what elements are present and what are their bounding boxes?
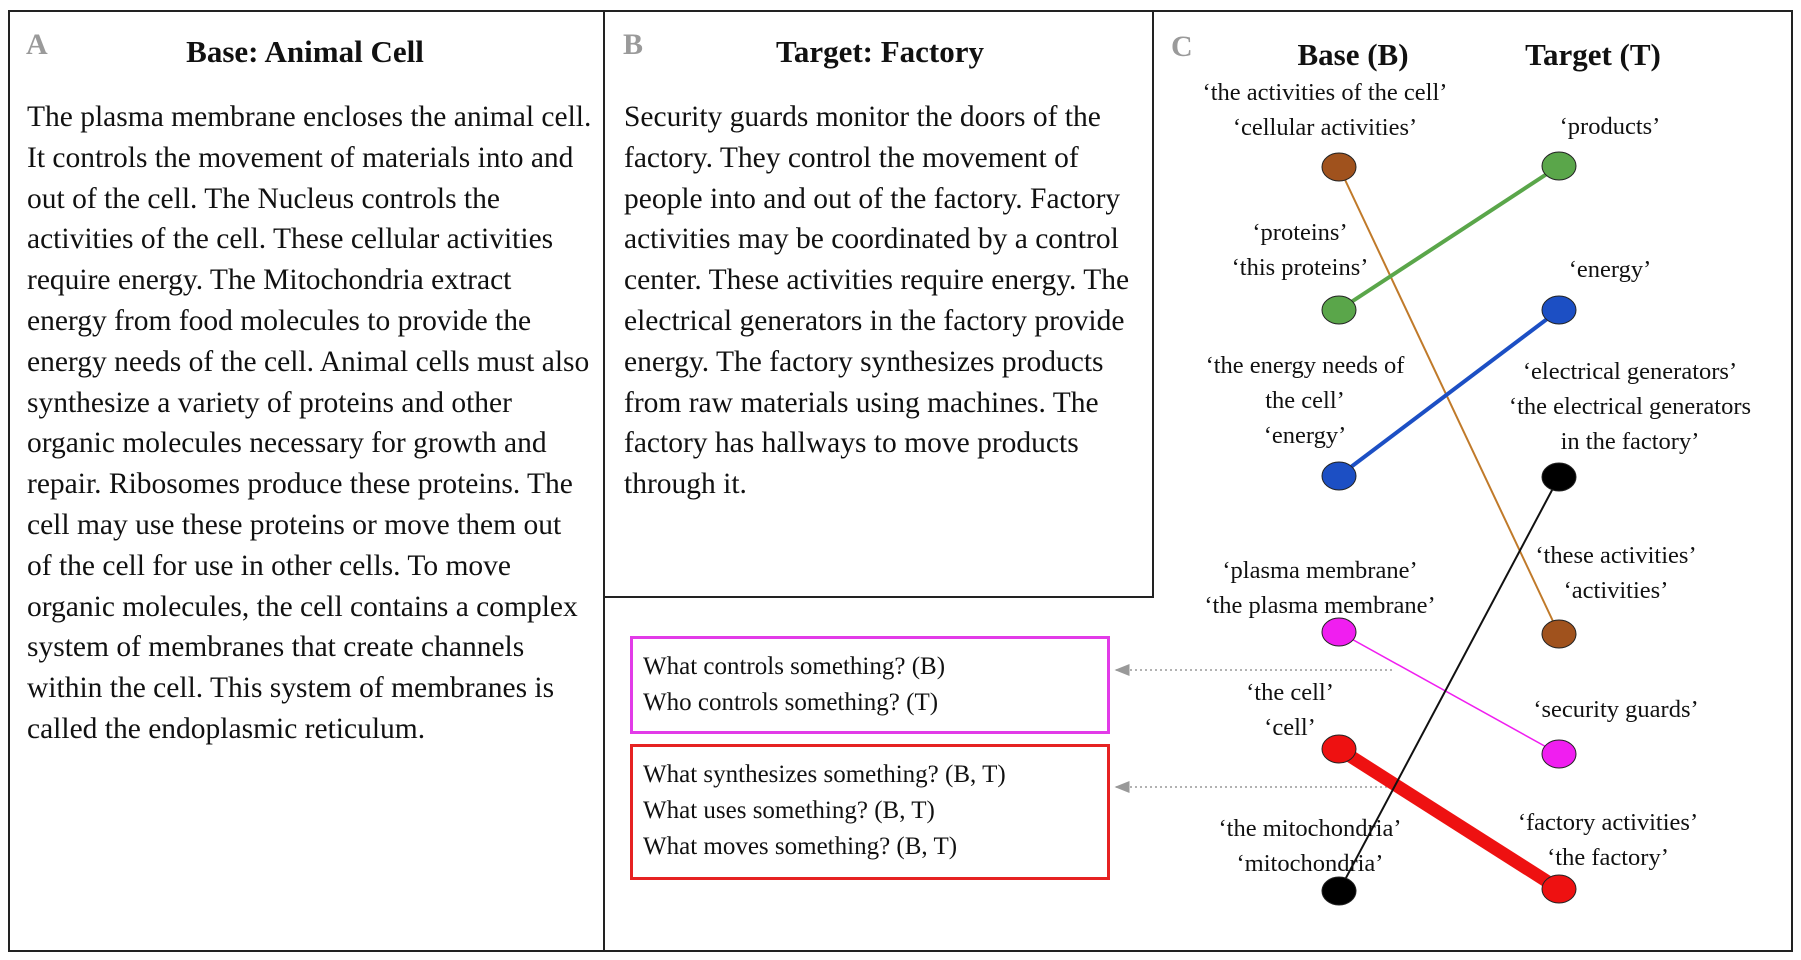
link-b1-t4: [1338, 166, 1560, 635]
base-node-label: ‘cell’: [1264, 714, 1316, 741]
figure-frame: [8, 10, 1793, 952]
target-node-label: ‘products’: [1560, 113, 1661, 140]
panel-a-title: Base: Animal Cell: [186, 34, 424, 69]
target-node-t5: [1541, 739, 1577, 769]
base-node-b5: [1321, 734, 1357, 764]
divider-a-b: [603, 10, 605, 952]
panel-c-letter: C: [1171, 30, 1193, 63]
question-line: What moves something? (B, T): [643, 833, 958, 860]
target-node-t2: [1541, 295, 1577, 325]
target-node-label: ‘energy’: [1569, 256, 1652, 283]
panel-b-letter: B: [623, 28, 644, 61]
link-b3-t2: [1337, 308, 1561, 478]
link-b4-t5: [1338, 631, 1560, 755]
base-node-b6: [1321, 876, 1357, 906]
target-node-label: ‘security guards’: [1533, 696, 1698, 723]
base-node-b1: [1321, 152, 1357, 182]
target-node-t4: [1541, 619, 1577, 649]
link-b2-t1: [1337, 164, 1561, 312]
base-node-label: ‘mitochondria’: [1237, 850, 1384, 877]
base-node-label: ‘the energy needs of: [1206, 352, 1406, 379]
question-line: Who controls something? (T): [643, 689, 939, 716]
question-line: What controls something? (B): [643, 653, 946, 680]
base-node-label: ‘cellular activities’: [1233, 114, 1417, 141]
base-node-label: ‘proteins’: [1252, 219, 1347, 246]
divider-b-c: [1152, 10, 1154, 598]
target-node-label: ‘the factory’: [1547, 844, 1669, 871]
base-node-label: ‘this proteins’: [1232, 254, 1369, 281]
target-node-t6: [1541, 874, 1577, 904]
panel-a-text: The plasma membrane encloses the animal …: [27, 101, 592, 745]
panel-b-title: Target: Factory: [775, 34, 985, 69]
panel-a-letter: A: [26, 28, 48, 61]
target-node-label: ‘factory activities’: [1518, 809, 1698, 836]
question-line: What synthesizes something? (B, T): [643, 761, 1006, 788]
link-b6-t3: [1338, 476, 1560, 892]
base-node-label: ‘the mitochondria’: [1218, 815, 1401, 842]
base-node-label: ‘energy’: [1264, 422, 1347, 449]
base-node-b3: [1321, 461, 1357, 491]
base-node-label: ‘the plasma membrane’: [1204, 592, 1435, 619]
base-node-b4: [1321, 617, 1357, 647]
question-line: What uses something? (B, T): [643, 797, 935, 824]
target-node-t1: [1541, 151, 1577, 181]
question-box-synthesize: What synthesizes something? (B, T) What …: [630, 744, 1110, 880]
base-node-label: ‘the activities of the cell’: [1203, 79, 1448, 106]
target-node-label: ‘these activities’: [1535, 542, 1696, 569]
target-node-label: ‘electrical generators’: [1523, 358, 1737, 385]
base-node-label: ‘the cell’: [1246, 679, 1334, 706]
target-header: Target (T): [1525, 37, 1661, 72]
target-node-t3: [1541, 462, 1577, 492]
divider-b-bottom: [603, 596, 1154, 598]
question-box-control: What controls something? (B) Who control…: [630, 636, 1110, 734]
target-node-label: ‘the electrical generators: [1509, 393, 1751, 420]
link-b5-t6: [1335, 743, 1563, 895]
target-node-label: in the factory’: [1561, 428, 1700, 455]
base-node-label: ‘plasma membrane’: [1222, 557, 1417, 584]
base-header: Base (B): [1297, 37, 1408, 72]
panel-b-text: Security guards monitor the doors of the…: [624, 101, 1130, 501]
target-node-label: ‘activities’: [1564, 577, 1669, 604]
base-node-b2: [1321, 295, 1357, 325]
base-node-label: the cell’: [1265, 387, 1345, 414]
